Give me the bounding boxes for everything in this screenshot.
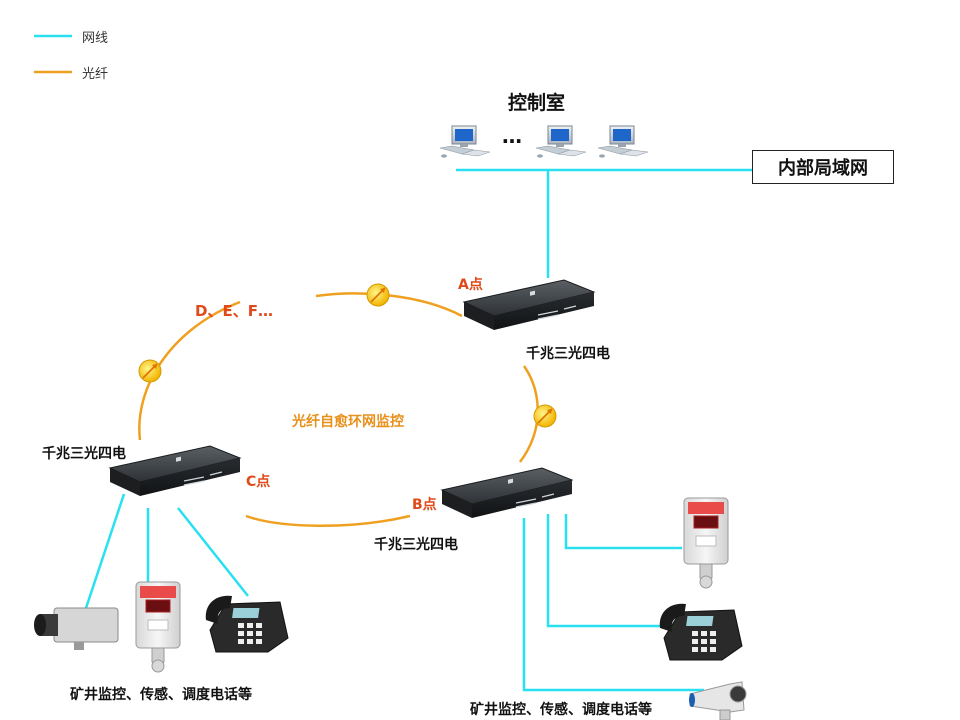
switch-b-icon — [441, 467, 573, 519]
switch-b-label: 千兆三光四电 — [374, 537, 458, 553]
ring-more-points-label: D、E、F… — [195, 302, 273, 320]
switch-c-icon — [109, 445, 241, 497]
sensor-icon — [683, 497, 729, 589]
point-c-label: C点 — [246, 474, 271, 490]
computer-icon — [439, 125, 491, 159]
point-b-label: B点 — [412, 497, 437, 513]
ring-label: 光纤自愈环网监控 — [292, 414, 404, 430]
legend-network-label: 网线 — [82, 31, 109, 46]
lan-label: 内部局域网 — [778, 158, 868, 179]
point-a-label: A点 — [458, 277, 483, 293]
telephone-icon — [659, 603, 743, 661]
fiber-coupler-icon — [138, 359, 162, 383]
fiber-coupler-icon — [533, 404, 557, 428]
computer-icon — [535, 125, 587, 159]
computer-icon — [597, 125, 649, 159]
right-devices-caption: 矿井监控、传感、调度电话等 — [470, 702, 652, 718]
lan-box: 内部局域网 — [752, 150, 894, 184]
telephone-icon — [205, 595, 289, 653]
network-cables — [84, 168, 752, 692]
switch-c-label: 千兆三光四电 — [42, 446, 126, 462]
control-room-ellipsis: … — [502, 124, 523, 148]
bullet-camera-icon — [688, 681, 747, 720]
switch-a-label: 千兆三光四电 — [526, 346, 610, 362]
left-devices-caption: 矿井监控、传感、调度电话等 — [70, 687, 252, 703]
fiber-coupler-icon — [366, 283, 390, 307]
control-room-title: 控制室 — [508, 92, 566, 114]
box-camera-icon — [33, 607, 119, 651]
legend-fiber-label: 光纤 — [82, 67, 109, 82]
switch-a-icon — [463, 279, 595, 331]
fiber-ring — [138, 292, 539, 527]
sensor-icon — [135, 581, 181, 673]
